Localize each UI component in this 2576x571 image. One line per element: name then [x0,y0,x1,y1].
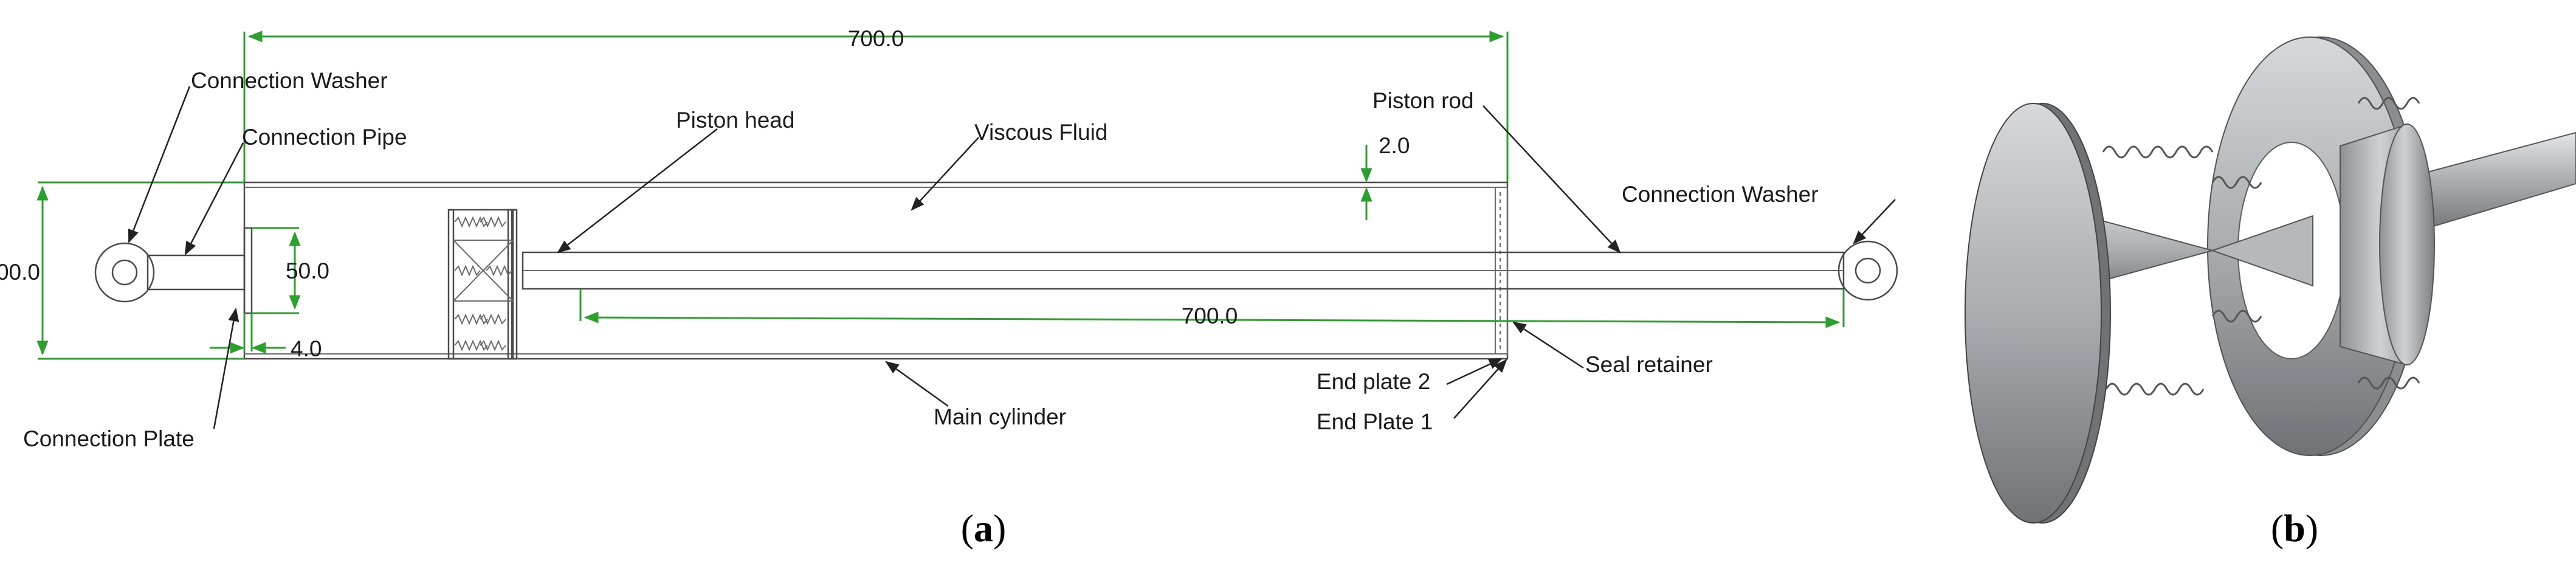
label-seal-retainer: Seal retainer [1585,352,1713,377]
label-end-plate-1: End Plate 1 [1317,409,1433,434]
left-washer-inner [111,259,138,286]
panel-a-drawing: 700.0 100.0 50.0 4.0 2.0 700.0 [0,26,1898,550]
label-connection-washer-right: Connection Washer [1622,182,1819,207]
rod-length-dim-line [584,311,1841,328]
label-viscous-fluid: Viscous Fluid [974,120,1107,145]
rod-length-dim: 700.0 [1182,303,1238,328]
piston-head-assembly [447,209,518,360]
height-dim: 100.0 [0,260,40,285]
label-end-plate-2: End plate 2 [1317,369,1430,394]
wall-thickness-dim: 2.0 [1379,133,1410,158]
caption-a: (a) [961,507,1007,550]
left-washer-outer [94,242,155,303]
label-piston-head: Piston head [676,108,794,133]
render-springs [2102,97,2420,396]
plate-thickness-dim: 4.0 [291,336,322,361]
render-front-disc [1965,103,2111,524]
label-connection-plate: Connection Plate [23,426,195,451]
label-connection-washer-left: Connection Washer [191,68,388,93]
label-main-cylinder: Main cylinder [934,404,1066,429]
right-washer-outer [1837,240,1898,301]
caption-b: (b) [2271,507,2318,550]
label-piston-rod: Piston rod [1372,88,1474,113]
connection-plate-shape [243,227,253,314]
panel-b-3d-render: (b) [1965,36,2576,550]
label-connection-pipe: Connection Pipe [242,125,407,150]
right-washer-inner [1855,257,1881,284]
connection-pipe-shape [146,254,246,291]
overall-length-dim: 700.0 [848,26,904,51]
plate-height-dim: 50.0 [286,258,329,283]
